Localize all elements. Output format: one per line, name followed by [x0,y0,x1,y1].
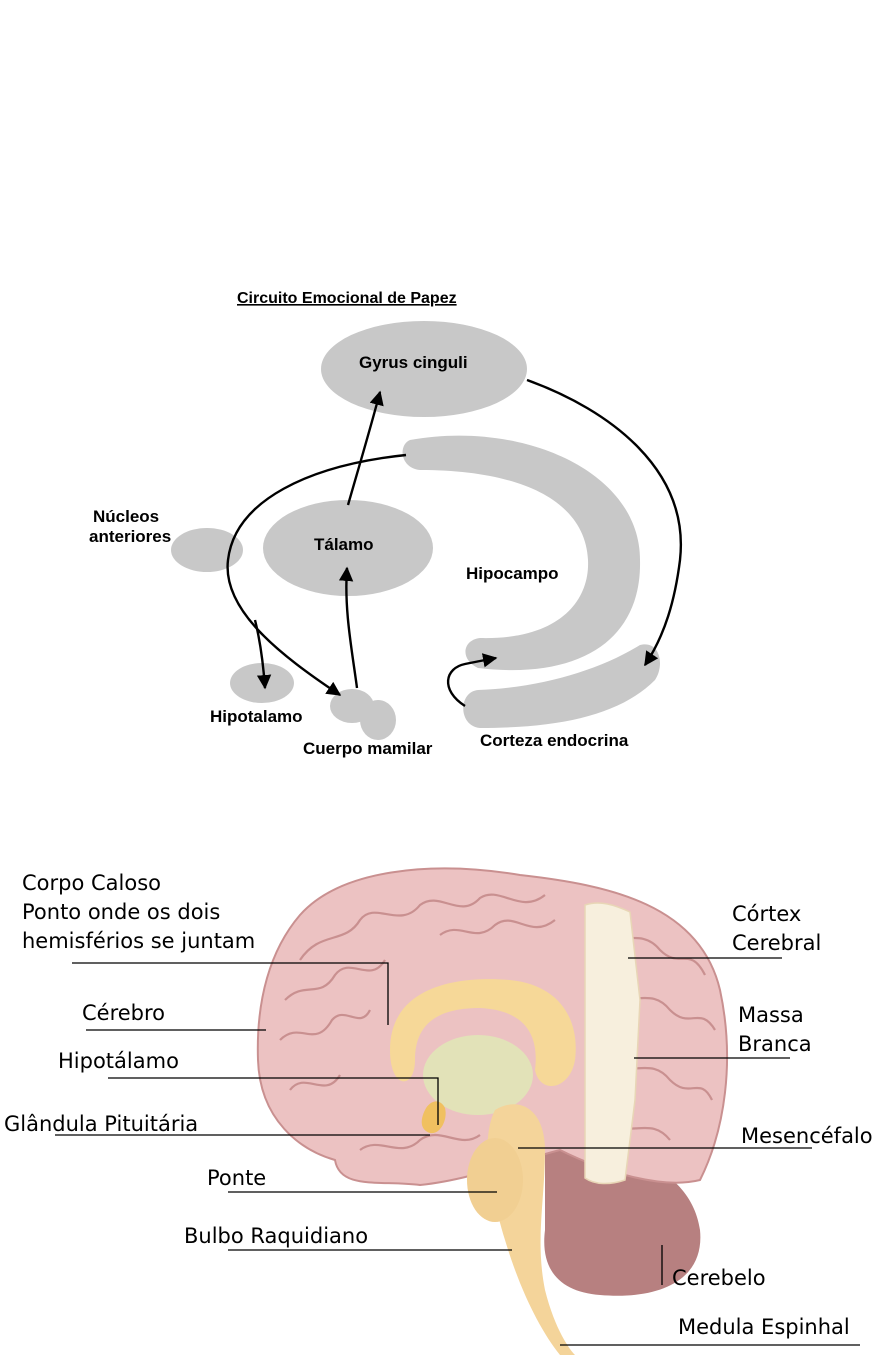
arrow-talamo-to-gyrus [346,390,384,506]
label-hipotalamo-brain: Hipotálamo [58,1049,179,1073]
arrow-hipocampo-to-cuerpo [226,453,407,696]
pons-shape [467,1138,523,1222]
hipotalamo-shape [230,663,294,703]
label-cerebro: Cérebro [82,1001,165,1025]
label-cortex-line2: Cerebral [732,931,821,955]
label-nucleos-line1: Núcleos [93,507,159,526]
cuerpo-mamilar-shape-b [360,700,396,740]
label-nucleos-line2: anteriores [89,527,171,546]
label-ponte: Ponte [207,1166,266,1190]
papez-circuit-diagram: Circuito Emocional de Papez Gyrus cingul… [89,290,683,758]
white-matter-shape [584,902,641,1185]
label-glandula-pituitaria: Glândula Pituitária [4,1112,198,1136]
pituitary-shape [421,1101,446,1134]
papez-title: Circuito Emocional de Papez [237,290,457,307]
label-massa-line1: Massa [738,1003,804,1027]
arrow-corteza-to-hipocampo [446,653,498,708]
corteza-endocrina-shape [463,644,660,728]
label-corteza-endocrina: Corteza endocrina [480,731,629,750]
label-corpo-caloso-line3: hemisférios se juntam [22,929,255,953]
label-hipocampo: Hipocampo [466,564,559,583]
cerebellum-shape [544,1147,701,1296]
thalamus-shape [423,1035,533,1115]
leader-corpo-caloso [72,962,389,1025]
label-cuerpo-mamilar: Cuerpo mamilar [303,739,433,758]
brain-leader-lines [55,957,860,1346]
label-mesencefalo: Mesencéfalo [741,1124,873,1148]
label-corpo-caloso-line2: Ponto onde os dois [22,900,220,924]
arrow-gyrus-to-corteza [526,378,683,667]
label-bulbo-raquidiano: Bulbo Raquidiano [184,1224,368,1248]
label-medula-espinhal: Medula Espinhal [678,1315,850,1339]
talamo-shape [263,500,433,596]
label-corpo-caloso-line1: Corpo Caloso [22,871,161,895]
corpus-callosum-shape [390,979,576,1087]
label-cortex-line1: Córtex [732,902,801,926]
arrow-nucleos-to-hipotalamo [253,619,272,690]
leader-hipotalamo [108,1077,439,1125]
label-hipotalamo: Hipotalamo [210,707,303,726]
label-cerebelo: Cerebelo [672,1266,766,1290]
arrow-cuerpo-to-talamo [338,566,359,689]
label-massa-line2: Branca [738,1032,812,1056]
hipocampo-shape [402,435,641,671]
label-gyrus-cinguli: Gyrus cinguli [359,353,468,372]
label-talamo: Tálamo [314,535,374,554]
nucleos-anteriores-shape [171,528,243,572]
brain-illustration: Corpo Caloso Ponto onde os dois hemisfér… [4,867,873,1355]
